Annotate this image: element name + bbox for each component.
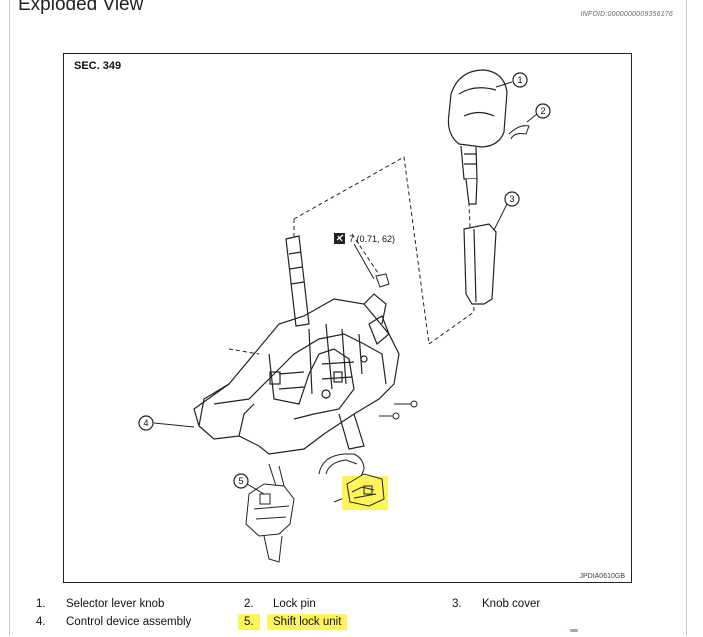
shift-lock-unit-part: [346, 473, 385, 507]
reference-code: INFOID:0000000009356176: [580, 11, 673, 18]
torque-spec: 7 (0.71, 62): [349, 234, 395, 244]
torque-bolt: [353, 243, 390, 288]
callout-markers: [138, 72, 551, 489]
callout-3-label: 3: [509, 194, 514, 204]
section-label: SEC. 349: [74, 60, 122, 72]
callout-2-label: 2: [540, 106, 545, 116]
callout-5-label: 5: [238, 476, 243, 486]
assembly-screws: [379, 400, 418, 420]
lock-pin-part: [508, 125, 530, 140]
exploded-view-figure: SEC. 349: [63, 53, 632, 583]
scroll-indicator[interactable]: [570, 629, 578, 632]
callout-3: [504, 191, 520, 207]
page-frame: [9, 0, 687, 636]
torque-wrench-icon: [334, 233, 345, 244]
callout-4: [138, 415, 154, 431]
callout-5: [233, 473, 249, 489]
shift-lock-cable: [318, 453, 365, 503]
control-device-assembly-part: [193, 293, 400, 455]
shift-rod: [285, 235, 310, 327]
page-title: Exploded View: [18, 0, 144, 15]
callout-1: [512, 72, 528, 88]
lower-bracket: [245, 463, 295, 563]
figure-code: JPDIA0610GB: [579, 573, 625, 580]
callout-leaders: [153, 81, 538, 495]
shift-lock-highlight: [342, 476, 388, 510]
exploded-diagram: 1 2 3 4 5 7 (0.71, 62): [138, 69, 551, 563]
callout-4-label: 4: [143, 418, 148, 428]
guide-lines: [228, 156, 475, 355]
selector-lever-knob-part: [447, 69, 508, 205]
knob-cover-part: [463, 223, 497, 305]
callout-2: [535, 103, 551, 119]
callout-1-label: 1: [517, 75, 522, 85]
